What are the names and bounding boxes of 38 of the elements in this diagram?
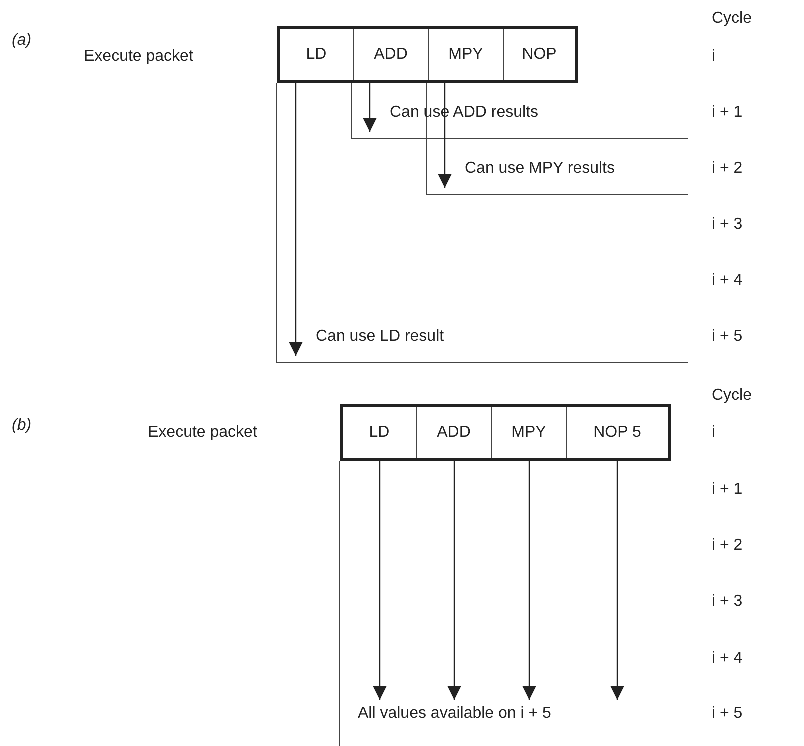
instruction-cell: MPY — [492, 407, 567, 458]
arrow — [522, 461, 536, 700]
arrow — [448, 461, 462, 700]
row-label: Execute packet — [84, 47, 194, 67]
panel-label: (a) — [12, 31, 32, 51]
cycle-label: i + 5 — [712, 327, 743, 347]
instruction-cell: NOP 5 — [567, 407, 668, 458]
arrow — [373, 461, 387, 700]
cycle-label: i + 2 — [712, 536, 743, 556]
instruction-cell: ADD — [354, 29, 429, 80]
instruction-cell: LD — [280, 29, 354, 80]
execute-packet-box — [277, 26, 578, 83]
cycle-label: i + 3 — [712, 592, 743, 612]
cycle-label: i + 4 — [712, 649, 743, 669]
result-note: All values available on i + 5 — [358, 700, 552, 728]
cycle-label: i + 3 — [712, 215, 743, 235]
result-note: Can use MPY results — [437, 158, 615, 188]
cycle-label: i + 1 — [712, 480, 743, 500]
cycle-label: Cycle — [712, 386, 752, 406]
instruction-cell: MPY — [429, 29, 504, 80]
instruction-cell: ADD — [417, 407, 492, 458]
arrow — [610, 461, 624, 700]
cycle-label: i + 5 — [712, 704, 743, 724]
cycle-label: i + 1 — [712, 103, 743, 123]
cycle-label: i — [712, 47, 716, 67]
cycle-label: i + 2 — [712, 159, 743, 179]
panel-label: (b) — [12, 416, 32, 436]
arrow — [363, 83, 377, 132]
result-note: Can use LD result — [288, 326, 444, 356]
cycle-label: i + 4 — [712, 271, 743, 291]
instruction-cell: LD — [343, 407, 417, 458]
cycle-label: Cycle — [712, 9, 752, 29]
arrow — [289, 83, 303, 356]
cycle-label: i — [712, 423, 716, 443]
row-label: Execute packet — [148, 423, 258, 443]
execute-packet-box — [340, 404, 671, 461]
instruction-cell: NOP — [504, 29, 575, 80]
arrow — [438, 83, 452, 188]
